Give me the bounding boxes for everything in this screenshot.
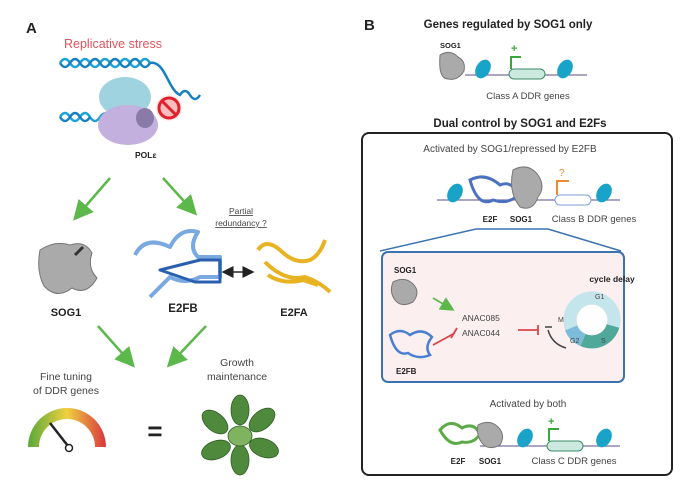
e2fb-protein-icon — [388, 329, 434, 359]
activation-arrow-icon — [548, 428, 559, 441]
e2fb-label: E2FB — [168, 303, 197, 315]
gene-box — [554, 194, 592, 206]
e2f-protein-icon — [438, 422, 482, 445]
unknown-mark: ? — [559, 168, 565, 179]
growth-line2: maintenance — [207, 371, 267, 383]
pol-epsilon-label: POLε — [135, 150, 157, 160]
sog1-protein-icon — [38, 242, 98, 294]
e2fa-protein-icon — [256, 239, 332, 294]
mechanism-inset: SOG1 E2FB ANAC085 ANAC044 cycle delay G1… — [381, 251, 635, 383]
sog1-protein-icon — [477, 421, 504, 449]
target-gene-anac085: ANAC085 — [462, 313, 500, 323]
class-b-label: Class B DDR genes — [552, 214, 637, 225]
nucleosome-icon — [517, 428, 533, 448]
redundancy-note-line2: redundancy ? — [215, 218, 267, 228]
sog1-label: SOG1 — [51, 307, 82, 319]
target-gene-anac044: ANAC044 — [462, 328, 500, 338]
nucleosome-icon — [447, 183, 463, 203]
cycle-delay-title: cycle delay — [589, 274, 635, 284]
nucleosome-icon — [557, 59, 573, 79]
class-a-gene-diagram: SOG1 + Class A DDR genes — [439, 41, 587, 102]
class-c-label: Class C DDR genes — [532, 456, 617, 467]
uncertain-activation-arrow-icon — [556, 180, 569, 195]
nucleosome-icon — [596, 428, 612, 448]
phase-s: S — [601, 338, 606, 345]
e2f-protein-icon — [468, 175, 520, 204]
class-c-activation-mark: + — [548, 416, 554, 428]
arrow-from-sog1 — [97, 325, 135, 368]
panel-a-label: A — [26, 20, 37, 37]
activation-arrow — [432, 297, 455, 311]
zoom-connector — [379, 228, 622, 252]
repression-arrow — [432, 332, 456, 346]
equals-sign: = — [147, 416, 162, 446]
panel-a: A Replicative stress POLε Partial redund… — [26, 20, 332, 476]
class-b-e2f-label: E2F — [483, 215, 498, 224]
dual-control-box — [361, 132, 673, 476]
e2fa-label: E2FA — [280, 307, 308, 319]
arrow-from-e2fb — [166, 325, 207, 368]
class-b-sog1-label: SOG1 — [510, 215, 533, 224]
phase-g1: G1 — [595, 294, 604, 301]
class-c-heading: Activated by both — [490, 399, 567, 410]
sog1-protein-icon — [390, 278, 418, 306]
replicative-stress-title: Replicative stress — [64, 37, 162, 51]
panel-b: B Genes regulated by SOG1 only SOG1 + Cl… — [361, 17, 673, 476]
phase-g2: G2 — [570, 338, 579, 345]
panel-b-label: B — [364, 17, 375, 34]
class-b-heading: Activated by SOG1/repressed by E2FB — [423, 144, 597, 155]
class-c-sog1-label: SOG1 — [479, 457, 502, 466]
class-a-sog1-label: SOG1 — [440, 41, 461, 50]
growth-line1: Growth — [220, 357, 254, 369]
fine-tuning-line2: of DDR genes — [33, 385, 99, 397]
sog1-only-title: Genes regulated by SOG1 only — [424, 19, 593, 31]
class-c-gene-diagram: + E2F SOG1 Class C DDR genes — [438, 416, 620, 467]
nucleosome-icon — [475, 59, 491, 79]
plant-rosette-icon — [201, 394, 279, 476]
redundancy-note-line1: Partial — [229, 206, 253, 216]
phase-m: M — [558, 317, 564, 324]
class-a-label: Class A DDR genes — [486, 91, 570, 102]
fine-tuning-line1: Fine tuning — [40, 371, 92, 383]
gene-box — [546, 440, 584, 452]
sog1-protein-icon — [511, 166, 543, 209]
arrow-to-sog1 — [73, 177, 111, 221]
e2fb-protein-icon — [133, 229, 222, 299]
inset-sog1-label: SOG1 — [394, 266, 417, 275]
class-b-gene-diagram: ? E2F SOG1 Class B DDR genes — [437, 166, 637, 225]
inset-box — [381, 251, 625, 383]
dual-control-title: Dual control by SOG1 and E2Fs — [433, 118, 606, 130]
gauge-icon — [28, 408, 106, 453]
arrow-to-e2fb — [162, 177, 198, 216]
activation-mark: + — [511, 43, 517, 55]
cell-cycle-ring-icon — [563, 291, 621, 349]
sog1-protein-icon — [439, 51, 465, 80]
class-c-e2f-label: E2F — [451, 457, 466, 466]
nucleosome-icon — [596, 183, 612, 203]
cycle-block-arrow — [547, 329, 567, 349]
activation-arrow-icon — [510, 56, 521, 69]
pol-epsilon-protein-icon — [98, 77, 158, 145]
inset-e2fb-label: E2FB — [396, 367, 417, 376]
blocked-icon — [155, 94, 183, 122]
gene-box — [508, 68, 546, 80]
